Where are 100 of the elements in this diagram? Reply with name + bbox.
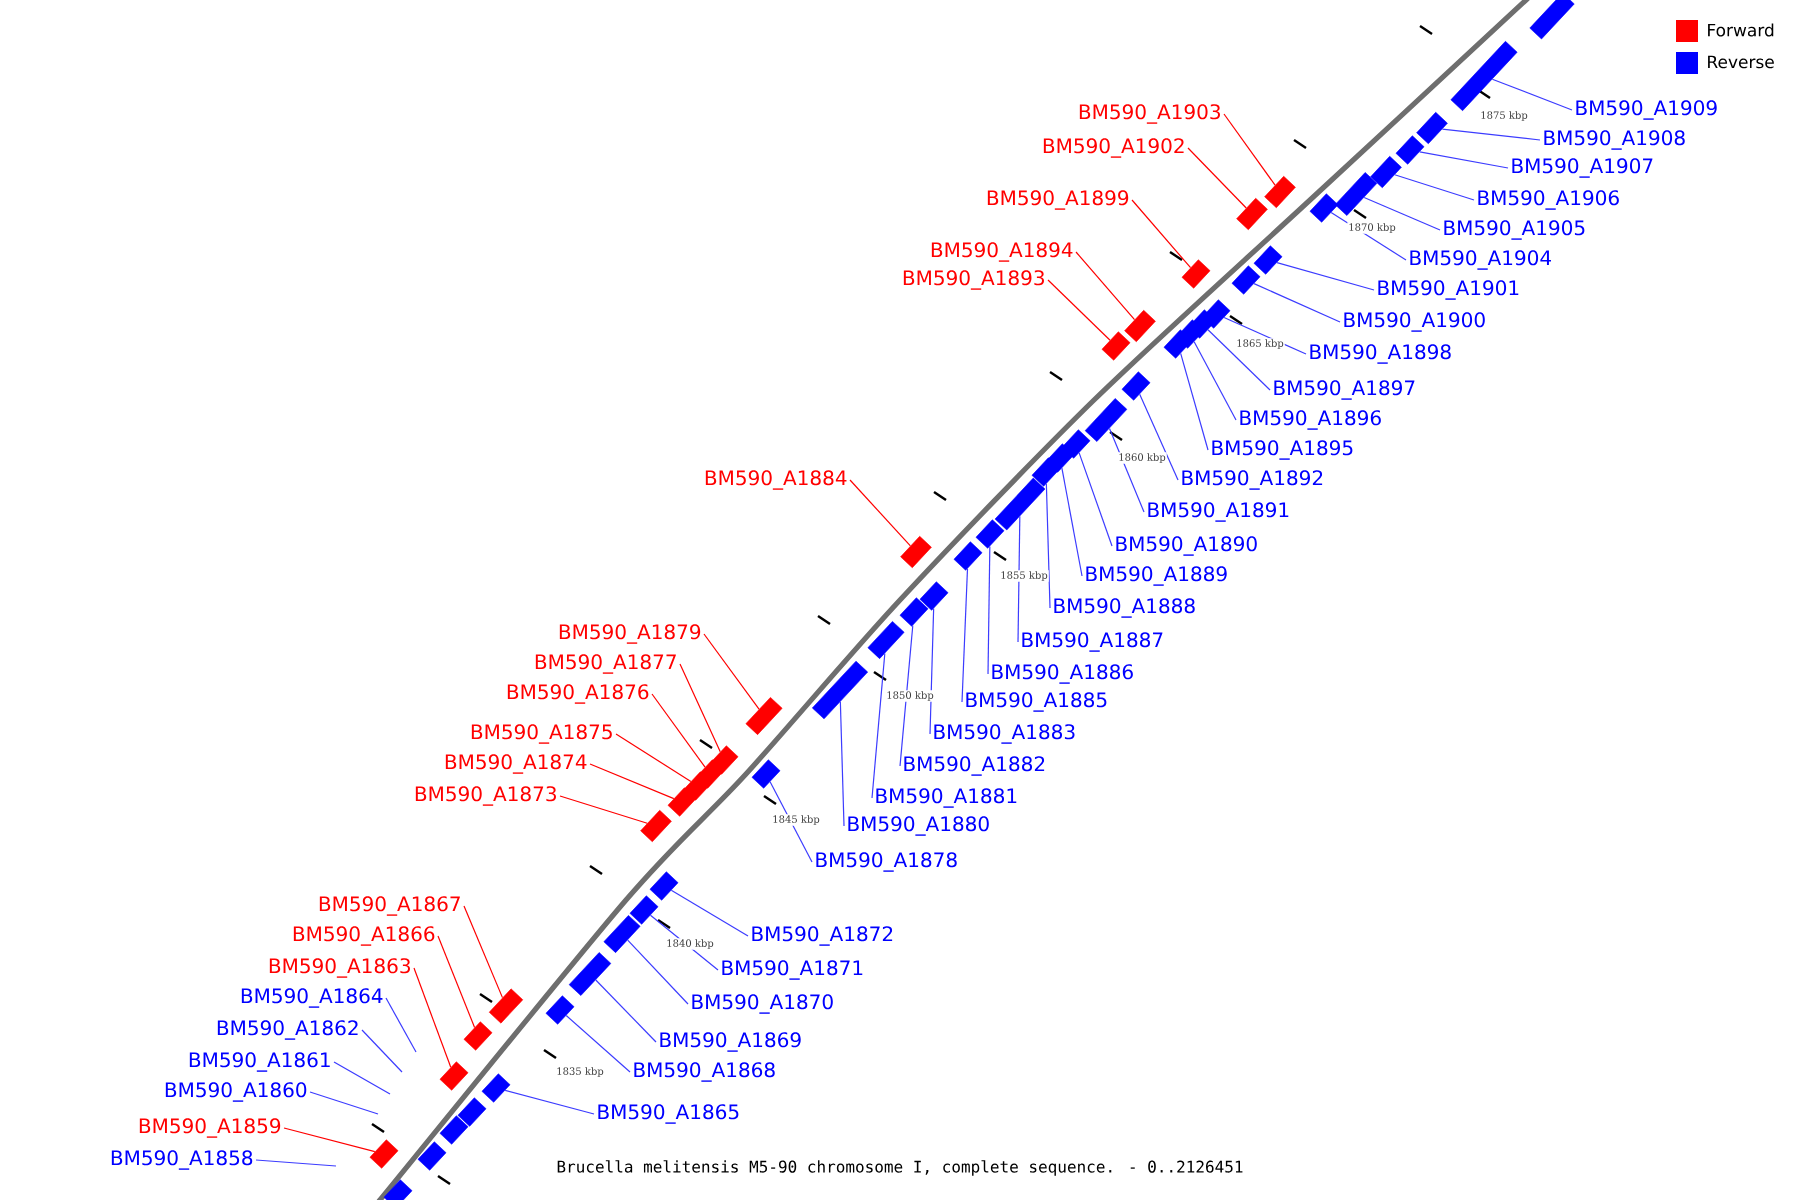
gene-label: BM590_A1896	[1240, 410, 1381, 430]
gene-label: BM590_A1878	[816, 852, 957, 872]
leader-line	[463, 905, 504, 999]
gene-block	[745, 697, 783, 735]
gene-block	[1121, 371, 1151, 401]
leader-line	[929, 607, 935, 735]
gene-label: BM590_A1902	[1043, 138, 1184, 158]
leader-line	[1394, 174, 1475, 201]
legend-label: Forward	[1708, 23, 1774, 37]
gene-label: BM590_A1867	[319, 896, 460, 916]
gene-label: BM590_A1898	[1310, 344, 1451, 364]
gene-label: BM590_A1859	[139, 1118, 281, 1138]
leader-line	[413, 967, 452, 1068]
gene-block	[1236, 198, 1268, 230]
gene-label: BM590_A1892	[1182, 470, 1323, 490]
gene-label: BM590_A1874	[445, 754, 587, 774]
gene-block	[629, 895, 659, 925]
gene-block	[1416, 112, 1448, 144]
gene-label: BM590_A1891	[1148, 502, 1289, 522]
gene-label: BM590_A1883	[934, 724, 1075, 744]
leader-line	[899, 624, 914, 767]
gene-label: BM590_A1893	[903, 270, 1044, 290]
leader-line	[559, 795, 648, 824]
gene-block	[568, 952, 612, 996]
leader-line	[1078, 452, 1113, 547]
gene-block	[457, 1097, 487, 1127]
gene-block	[488, 988, 524, 1024]
leader-line	[849, 479, 911, 547]
leader-line	[1047, 279, 1111, 341]
leader-line	[385, 997, 417, 1053]
caption: Brucella melitensis M5-90 chromosome I, complete sequence. - 0..2126451	[557, 1160, 1243, 1176]
gene-label: BM590_A1897	[1274, 380, 1415, 400]
gene-label: BM590_A1872	[752, 926, 893, 946]
gene-label: BM590_A1900	[1344, 312, 1485, 332]
gene-label: BM590_A1876	[507, 684, 649, 704]
gene-block	[603, 915, 641, 953]
leader-line	[1253, 283, 1341, 323]
gene-block	[1181, 259, 1211, 289]
gene-label: BM590_A1903	[1079, 104, 1220, 124]
gene-label: BM590_A1895	[1212, 440, 1353, 460]
gene-block	[1031, 457, 1061, 487]
gene-label: BM590_A1899	[987, 190, 1129, 210]
gene-label: BM590_A1880	[848, 816, 989, 836]
leader-line	[679, 663, 721, 753]
leader-line	[1276, 261, 1375, 291]
leader-line	[1075, 251, 1136, 321]
gene-label: BM590_A1909	[1576, 100, 1717, 120]
gene-label: BM590_A1879	[559, 624, 701, 644]
gene-label: BM590_A1864	[241, 988, 383, 1008]
gene-block	[463, 1021, 493, 1051]
leader-line	[651, 693, 706, 768]
leader-line	[1187, 147, 1247, 209]
leader-line	[1131, 199, 1192, 269]
gene-label: BM590_A1875	[471, 724, 612, 744]
gene-block	[975, 519, 1005, 549]
gene-block	[439, 1115, 469, 1145]
leader-line	[504, 1089, 595, 1115]
gene-label: BM590_A1888	[1054, 598, 1195, 618]
gene-label: BM590_A1894	[931, 242, 1073, 262]
gene-block	[953, 541, 983, 571]
leader-line	[309, 1091, 379, 1115]
gene-label: BM590_A1861	[189, 1052, 330, 1072]
gene-label: BM590_A1901	[1378, 280, 1519, 300]
gene-block	[1061, 429, 1091, 459]
leader-line	[1045, 483, 1051, 609]
leader-line	[283, 1127, 376, 1153]
gene-label: BM590_A1889	[1086, 566, 1227, 586]
leader-line	[627, 939, 689, 1005]
gene-block	[1124, 310, 1156, 342]
gene-block	[1264, 176, 1296, 208]
gene-label: BM590_A1870	[692, 994, 833, 1014]
gene-block	[369, 1139, 399, 1169]
leader-line	[589, 763, 675, 800]
gene-label: BM590_A1860	[165, 1082, 307, 1102]
leader-line	[1419, 151, 1509, 169]
gene-block	[751, 759, 781, 789]
gene-block	[481, 1073, 511, 1103]
gene-label: BM590_A1863	[269, 958, 410, 978]
gene-block	[1231, 265, 1261, 295]
legend-label: Reverse	[1708, 55, 1774, 69]
gene-label: BM590_A1884	[705, 470, 847, 490]
leader-line	[1363, 196, 1441, 231]
gene-label: BM590_A1865	[598, 1104, 739, 1124]
leader-line	[871, 652, 886, 799]
gene-label: BM590_A1866	[293, 926, 435, 946]
gene-block	[417, 1141, 447, 1171]
leader-line	[1223, 113, 1276, 186]
leader-line	[1441, 128, 1541, 141]
gene-label: BM590_A1858	[111, 1150, 253, 1170]
gene-block	[1253, 245, 1283, 275]
gene-label: BM590_A1885	[966, 692, 1107, 712]
gene-label: BM590_A1886	[992, 664, 1133, 684]
leader-line	[437, 935, 476, 1029]
gene-label: BM590_A1906	[1478, 190, 1619, 210]
gene-block	[683, 771, 713, 801]
gene-label: BM590_A1905	[1444, 220, 1585, 240]
gene-block	[812, 660, 868, 720]
leader-line	[1491, 78, 1573, 111]
leader-line	[1139, 393, 1179, 481]
gene-label: BM590_A1873	[415, 786, 556, 806]
